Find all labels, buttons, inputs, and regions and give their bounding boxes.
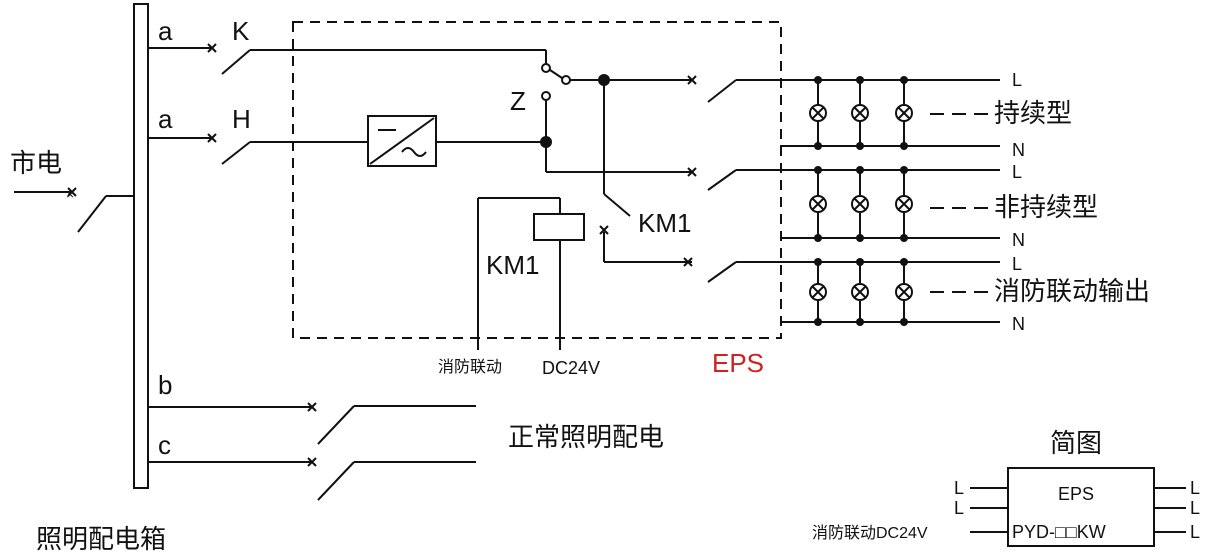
- lamp-cross: [897, 106, 911, 120]
- simple-right-pin: L: [1190, 522, 1200, 542]
- simple-box-bottom: PYD-□□KW: [1012, 522, 1106, 542]
- lamp-cross: [897, 285, 911, 299]
- junction-dot: [814, 76, 822, 84]
- branch-b: [148, 405, 476, 445]
- group-leader-dashes: [930, 113, 988, 293]
- group-name: 持续型: [994, 98, 1072, 128]
- lamp-cross: [811, 285, 825, 299]
- group-name: 消防联动输出: [994, 276, 1150, 306]
- junction-dot: [900, 76, 908, 84]
- busbar: [133, 3, 149, 489]
- branch-b-label: b: [158, 370, 172, 400]
- simple-box-top: EPS: [1058, 484, 1094, 504]
- line-n-label: N: [1012, 230, 1025, 250]
- switch-k-label: K: [232, 16, 250, 46]
- km1-coil: [477, 197, 585, 350]
- km1-contact: [599, 80, 692, 263]
- branch-a-label: a: [158, 104, 173, 134]
- junction-dot: [900, 166, 908, 174]
- fire-link-label: 消防联动: [438, 358, 502, 376]
- junction-dot: [900, 258, 908, 266]
- lamp-cross: [811, 197, 825, 211]
- junction-dot: [856, 234, 864, 242]
- mains-label: 市电: [10, 148, 62, 178]
- transfer-switch-z: [541, 63, 604, 172]
- junction-dot: [814, 258, 822, 266]
- line-l-label: L: [1012, 254, 1022, 274]
- line-l-label: L: [1012, 70, 1022, 90]
- junction-dot: [856, 258, 864, 266]
- branch-a-k: [148, 47, 547, 75]
- line-n-label: N: [1012, 140, 1025, 160]
- panel-label: 照明配电箱: [36, 524, 166, 554]
- junction-dot: [814, 166, 822, 174]
- breaker-marks: [67, 43, 317, 467]
- branch-c: [148, 461, 476, 501]
- branch-a-label: a: [158, 16, 173, 46]
- simple-diagram-title: 简图: [1050, 428, 1102, 458]
- junction-dot: [900, 318, 908, 326]
- junction-dot: [856, 318, 864, 326]
- normal-lighting-label: 正常照明配电: [508, 422, 664, 452]
- junction-dot: [814, 234, 822, 242]
- lamp-cross: [897, 197, 911, 211]
- output-breakers: [683, 75, 1000, 323]
- km1-contact-label: KM1: [638, 208, 691, 238]
- junction-dot: [814, 318, 822, 326]
- lamp-cross: [853, 197, 867, 211]
- junction-dot: [900, 142, 908, 150]
- eps-boundary: [292, 21, 782, 339]
- switch-h-label: H: [232, 104, 251, 134]
- inverter-symbol: [367, 115, 437, 167]
- line-l-label: L: [1012, 162, 1022, 182]
- branch-a-h: [148, 137, 546, 165]
- lamp-groups: [809, 76, 913, 326]
- junction-dot: [856, 166, 864, 174]
- junction-dot: [540, 136, 552, 148]
- simple-left-pin: L: [954, 478, 964, 498]
- junction-dot: [856, 76, 864, 84]
- junction-dot: [900, 234, 908, 242]
- simple-diagram: 简图 EPS PYD-□□KW L L L L L 消防联动DC24V: [812, 428, 1200, 547]
- km1-coil-label: KM1: [486, 250, 539, 280]
- switch-z-label: Z: [510, 86, 526, 116]
- dc24v-label: DC24V: [542, 358, 600, 378]
- simple-left-pin: L: [954, 498, 964, 518]
- simple-input-label: 消防联动DC24V: [812, 524, 928, 542]
- simple-right-pin: L: [1190, 478, 1200, 498]
- group-name: 非持续型: [994, 192, 1098, 222]
- lamp-cross: [811, 106, 825, 120]
- junction-dot: [814, 142, 822, 150]
- lamp-cross: [853, 106, 867, 120]
- branch-c-label: c: [158, 430, 171, 460]
- junction-dot: [856, 142, 864, 150]
- simple-right-pin: L: [1190, 498, 1200, 518]
- line-n-label: N: [1012, 314, 1025, 334]
- eps-label: EPS: [712, 348, 764, 378]
- lamp-cross: [853, 285, 867, 299]
